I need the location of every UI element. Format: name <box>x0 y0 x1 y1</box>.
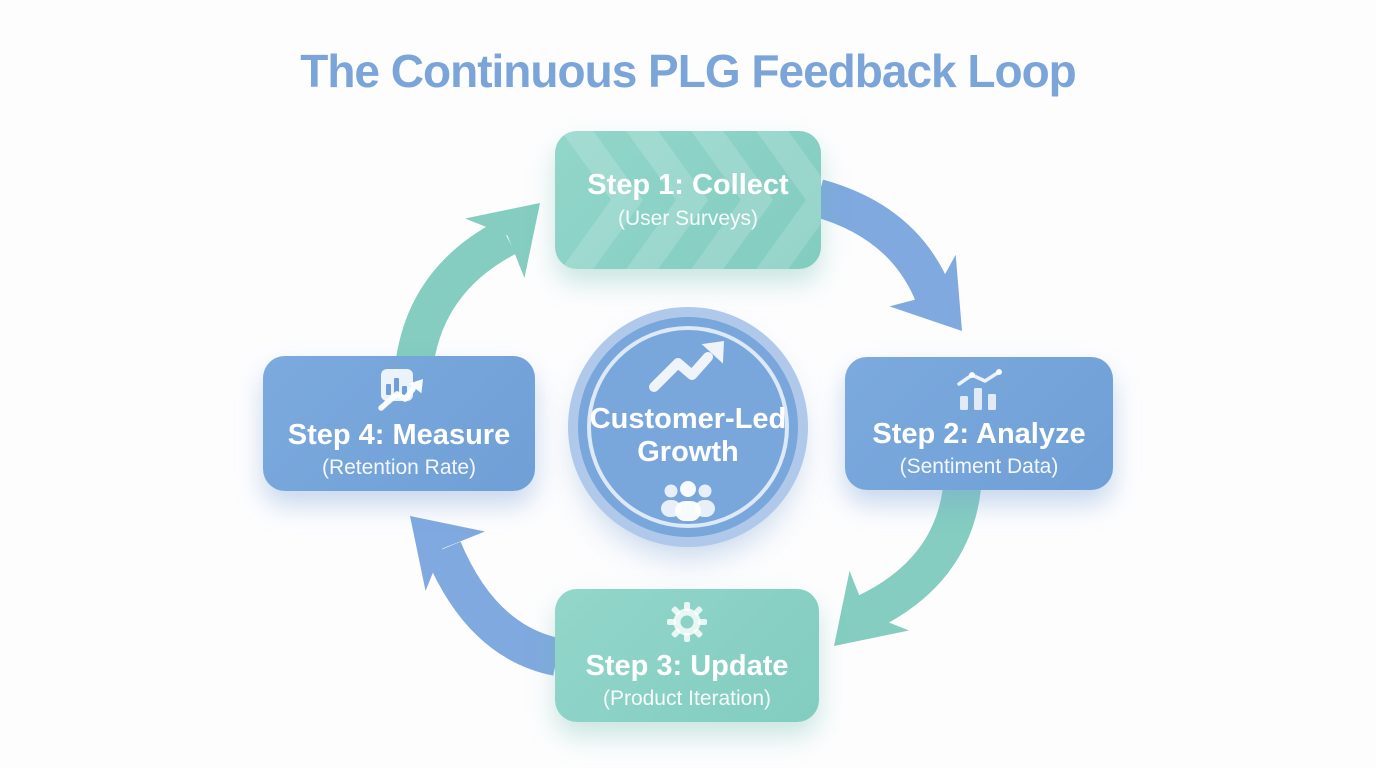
step3-label: Step 3: Update <box>585 649 789 682</box>
chevron-pattern <box>561 131 821 269</box>
step4-sublabel: (Retention Rate) <box>321 456 477 480</box>
page-title: The Continuous PLG Feedback Loop <box>300 45 1077 97</box>
step1-label: Step 1: Collect <box>587 169 789 202</box>
trending-up-icon <box>646 333 730 395</box>
center-hub-circle: Customer-Led Growth <box>578 317 798 537</box>
step1-sublabel: (User Surveys) <box>617 206 759 230</box>
hub-title-line2: Growth <box>637 436 739 468</box>
step-box-measure: Step 4: Measure (Retention Rate) <box>263 356 535 491</box>
step-box-collect: Step 1: Collect (User Surveys) <box>555 131 821 269</box>
arrow-step3-to-step4 <box>410 516 562 676</box>
arrow-step4-to-step1 <box>396 203 540 364</box>
step-box-analyze: Step 2: Analyze (Sentiment Data) <box>845 357 1113 490</box>
bar-line-chart-icon <box>955 368 1003 412</box>
arrow-step2-to-step3 <box>834 485 981 646</box>
step-box-update: Step 3: Update (Product Iteration) <box>555 589 819 722</box>
hub-title-line1: Customer-Led <box>589 402 787 435</box>
arrow-step1-to-step2 <box>812 179 962 331</box>
step3-sublabel: (Product Iteration) <box>602 687 772 711</box>
chart-report-icon <box>373 367 425 413</box>
step2-label: Step 2: Analyze <box>872 417 1086 450</box>
gear-icon <box>665 600 709 644</box>
step4-label: Step 4: Measure <box>287 418 511 451</box>
step2-sublabel: (Sentiment Data) <box>899 455 1059 479</box>
people-group-icon <box>657 479 719 522</box>
